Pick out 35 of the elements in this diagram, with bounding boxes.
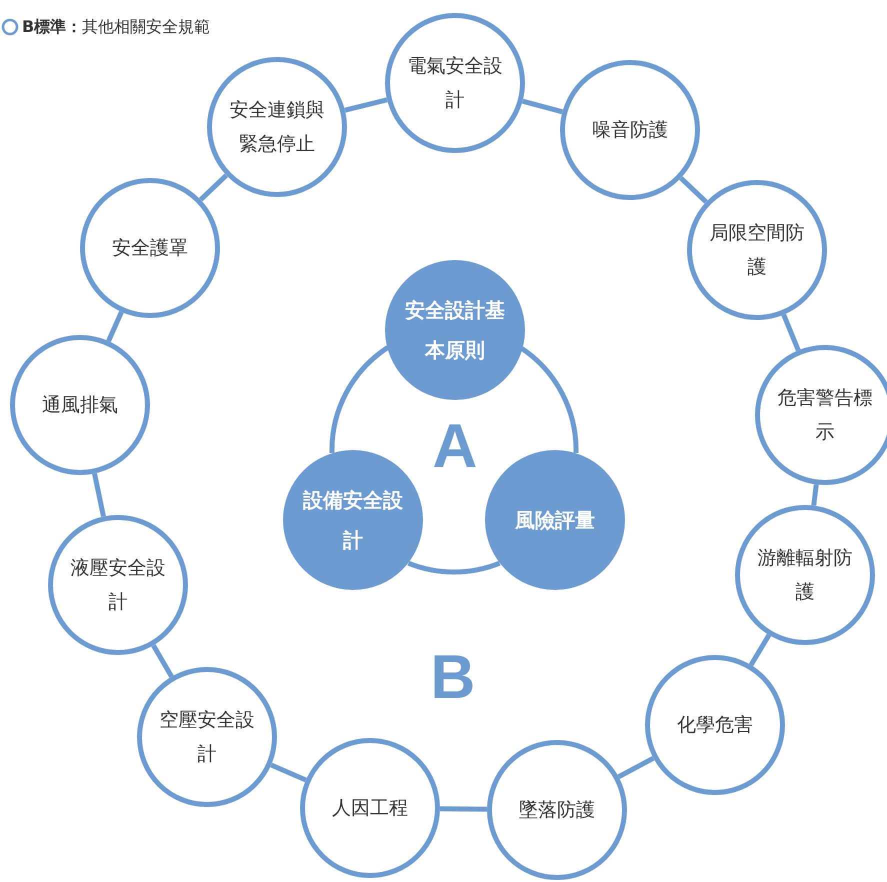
connector-line: [408, 560, 500, 574]
topic-circle: 液壓安全設計: [48, 515, 188, 655]
connector-line: [440, 806, 488, 812]
connector-line: [679, 176, 708, 204]
topic-circle: 游離輻射防護: [735, 505, 875, 645]
topic-circle: 噪音防護: [560, 60, 700, 200]
principle-circle: 安全設計基本原則: [385, 260, 525, 400]
topic-circle: 化學危害: [645, 655, 785, 795]
connector-line: [198, 174, 228, 202]
connector-line: [344, 97, 388, 113]
connector-line: [811, 484, 819, 506]
topic-circle: 電氣安全設計: [385, 13, 525, 153]
topic-circle: 人因工程: [300, 738, 440, 878]
group-letter: B: [430, 647, 476, 709]
topic-circle: 局限空間防護: [687, 180, 827, 320]
topic-circle: 安全連鎖與緊急停止: [207, 57, 347, 197]
connector-line: [106, 310, 124, 342]
connector-line: [520, 346, 578, 453]
principle-circle: 設備安全設計: [283, 450, 423, 590]
connector-line: [330, 345, 390, 453]
topic-circle: 墜落防護: [487, 740, 627, 880]
topic-circle: 空壓安全設計: [137, 667, 277, 807]
group-letter: A: [432, 416, 478, 478]
connector-line: [781, 314, 801, 352]
topic-circle: 通風排氣: [10, 335, 150, 475]
connector-line: [522, 98, 564, 114]
principle-circle: 風險評量: [485, 450, 625, 590]
topic-circle: 安全護罩: [80, 178, 220, 318]
legend-text: B標準：其他相關安全規範: [22, 16, 210, 38]
connector-line: [92, 472, 106, 518]
connector-line: [151, 644, 174, 678]
connector-line: [748, 634, 772, 666]
connector-line: [270, 762, 307, 782]
connector-line: [617, 756, 655, 779]
topic-circle: 危害警告標示: [755, 345, 887, 485]
